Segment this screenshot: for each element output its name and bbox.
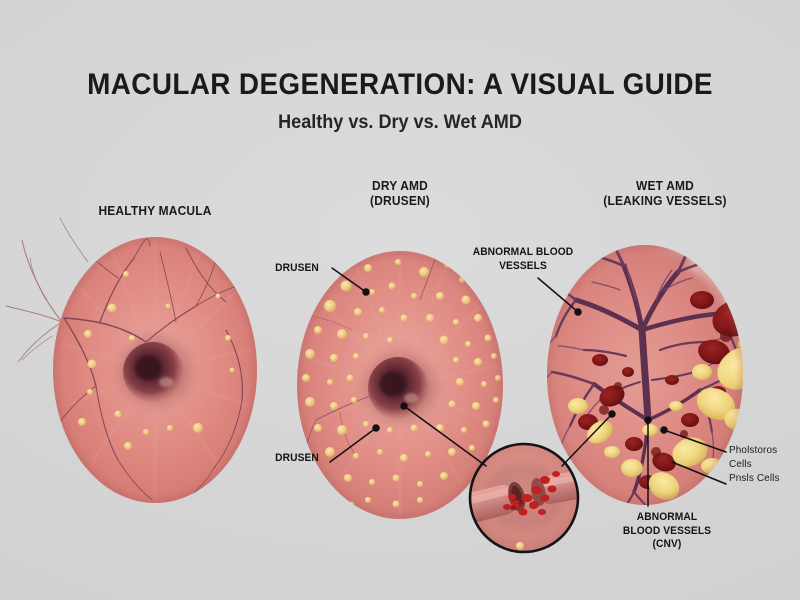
panel-heading-healthy: HEALTHY MACULA <box>98 203 212 218</box>
panel-heading-dry: DRY AMD (DRUSEN) <box>370 178 430 208</box>
page-title: MACULAR DEGENERATION: A VISUAL GUIDE <box>87 68 713 101</box>
annotation-abnormal-blood-vessels-cnv: ABNORMAL BLOOD VESSELS (CNV) <box>622 511 712 550</box>
annotation-drusen-top: DRUSEN <box>275 262 319 274</box>
annotation-photoreceptor-cells: Pholstoros Cells Pnsls Cells <box>729 445 780 484</box>
page-subtitle: Healthy vs. Dry vs. Wet AMD <box>278 112 522 133</box>
dry-amd-illustration <box>297 251 503 519</box>
leader-lines <box>329 267 727 507</box>
panel-heading-wet: WET AMD (LEAKING VESSELS) <box>603 178 727 208</box>
healthy-macula-illustration <box>5 217 257 503</box>
annotation-drusen-bottom: DRUSEN <box>275 452 319 464</box>
annotation-abnormal-blood-vessels: ABNORMAL BLOOD VESSELS <box>472 246 574 272</box>
leaking-vessel-inset <box>468 442 580 554</box>
